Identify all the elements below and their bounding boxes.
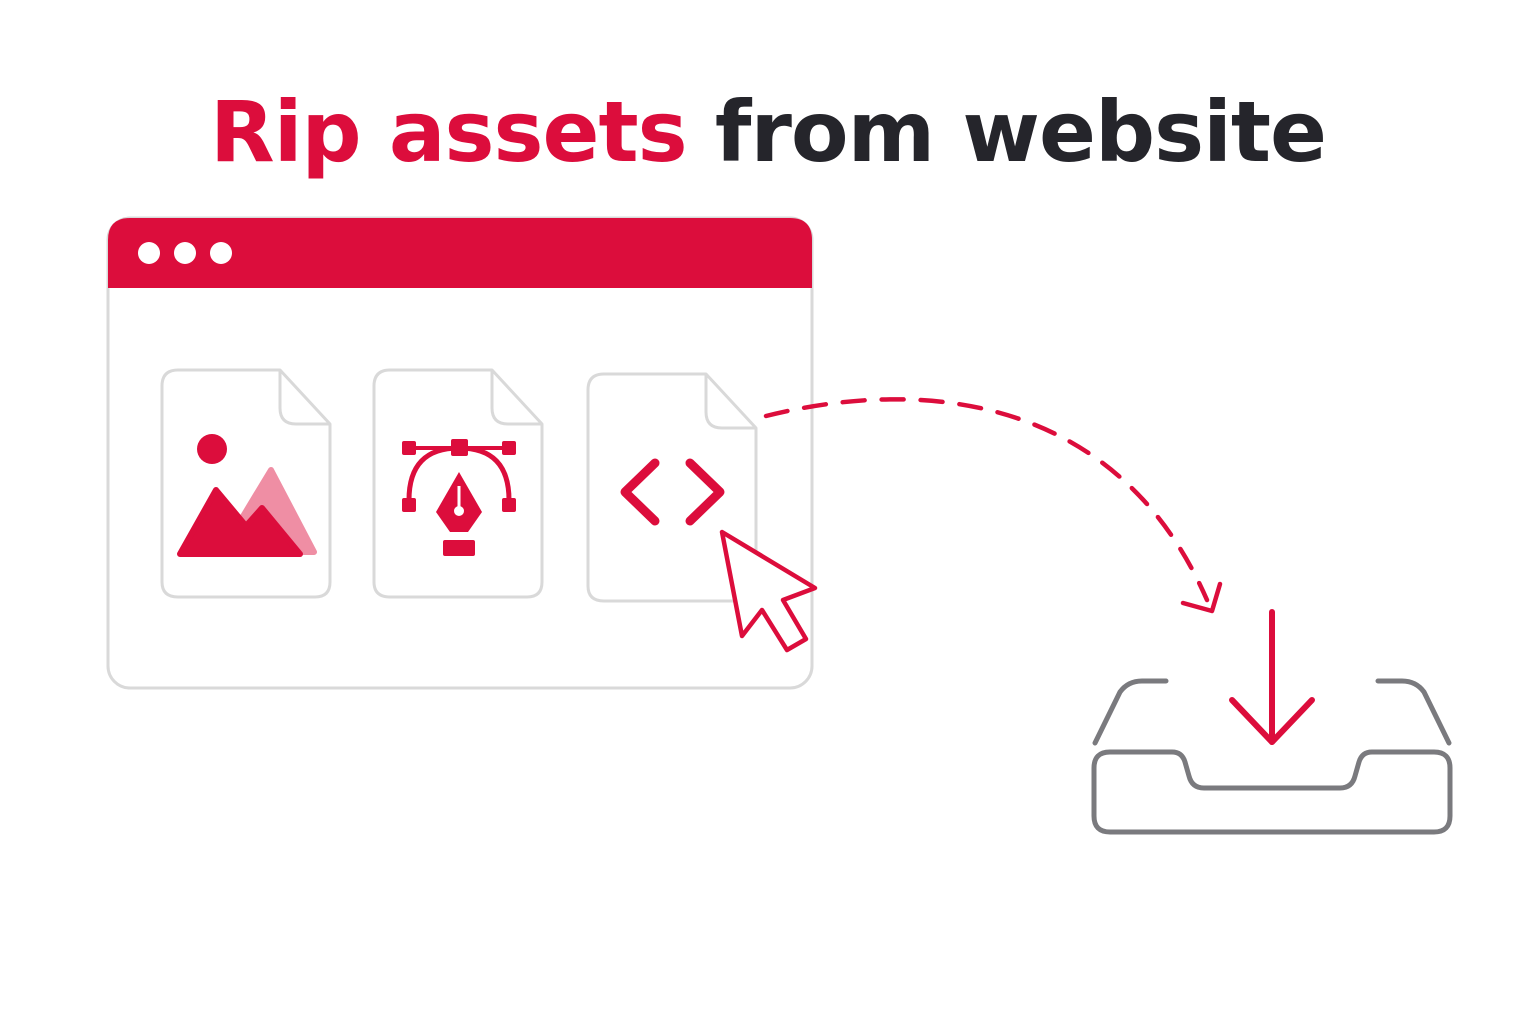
file-corner-fold	[704, 374, 756, 430]
window-dot-icon	[210, 242, 232, 264]
dashed-curved-arrow	[763, 397, 1223, 614]
window-dot-icon	[138, 242, 160, 264]
browser-title-bar	[108, 218, 812, 288]
page-title: Rip assets from website	[0, 82, 1536, 182]
file-outline	[160, 368, 332, 599]
download-arrow-icon	[1229, 609, 1315, 745]
file-vector[interactable]	[372, 368, 544, 599]
image-icon	[177, 434, 317, 557]
headline-accent: Rip assets	[210, 83, 688, 181]
pen-tool-vector-icon	[402, 439, 516, 556]
headline-rest: from website	[686, 83, 1327, 181]
window-dot-icon	[174, 242, 196, 264]
mouse-pointer-icon[interactable]	[719, 529, 818, 653]
file-image[interactable]	[160, 368, 332, 599]
code-brackets-icon	[620, 458, 725, 526]
file-code[interactable]	[586, 372, 758, 603]
file-corner-fold	[490, 370, 542, 426]
inbox-tray-icon	[1091, 678, 1453, 835]
file-corner-fold	[278, 370, 330, 426]
